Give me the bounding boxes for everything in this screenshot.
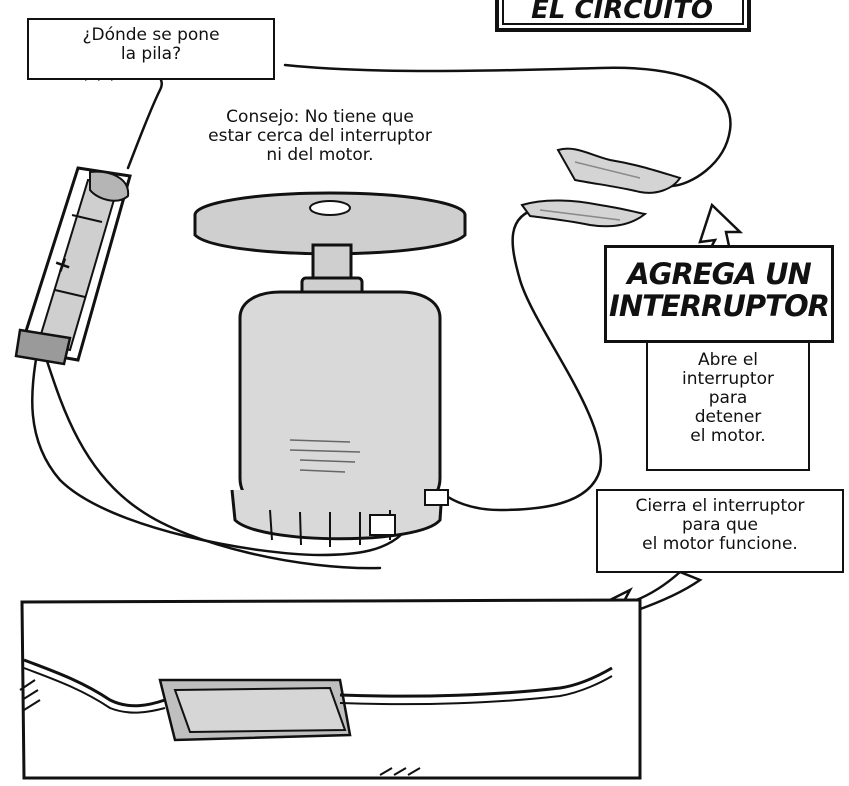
title-box: EL CIRCUITO [497, 0, 749, 30]
open-switch-line3: para [648, 389, 808, 408]
open-switch-line2: interruptor [648, 370, 808, 389]
battery-question-line1: ¿Dónde se pone [29, 26, 273, 45]
switch-foil-top [558, 149, 680, 193]
wire-battery-top [128, 74, 162, 168]
close-switch-line2: para que [598, 516, 842, 535]
tip-line1: Consejo: No tiene que [185, 108, 455, 127]
callout-close-switch: Cierra el interruptor para que el motor … [596, 489, 844, 573]
close-switch-line3: el motor funcione. [598, 535, 842, 554]
title-fragment: EL CIRCUITO [531, 0, 713, 25]
open-switch-line4: detener [648, 408, 808, 427]
battery-question-line2: la pila? [29, 45, 273, 64]
add-switch-line2: INTERRUPTOR [607, 290, 831, 322]
callout-add-switch: AGREGA UN INTERRUPTOR [604, 245, 834, 343]
tip-line2: estar cerca del interruptor [185, 127, 455, 146]
motor [195, 193, 465, 547]
callout-battery-question: ¿Dónde se pone la pila? [27, 18, 275, 80]
battery-holder: + [16, 168, 130, 364]
closeup-panel [20, 600, 640, 778]
wire-right-loop [445, 208, 601, 510]
open-switch-line5: el motor. [648, 427, 808, 446]
tip-line3: ni del motor. [185, 146, 455, 165]
callout-open-switch: Abre el interruptor para detener el moto… [646, 343, 810, 471]
open-switch-line1: Abre el [648, 351, 808, 370]
switch-foil-bottom [522, 200, 645, 226]
callout-tip: Consejo: No tiene que estar cerca del in… [185, 108, 455, 165]
close-switch-line1: Cierra el interruptor [598, 497, 842, 516]
add-switch-line1: AGREGA UN [607, 258, 831, 290]
